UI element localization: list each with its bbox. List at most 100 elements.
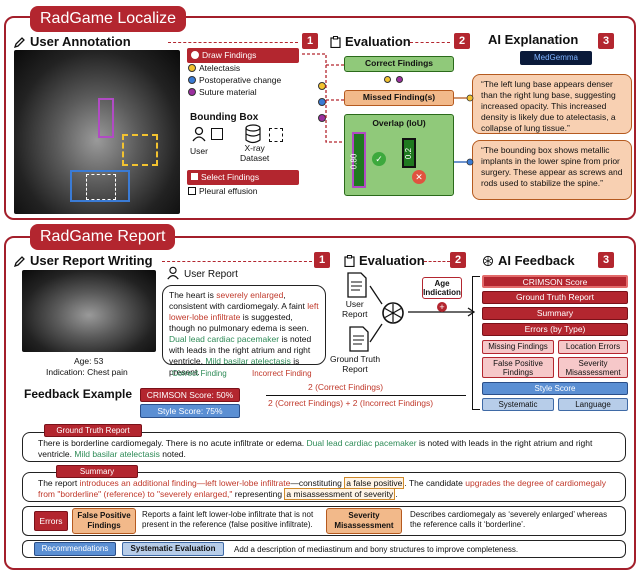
- pleural-effusion-option[interactable]: Pleural effusion: [188, 186, 257, 197]
- fp-tag-text: False Positive Findings: [77, 511, 131, 530]
- bbox-sample-solid: [211, 128, 223, 140]
- localize-title: RadGame Localize: [30, 6, 187, 32]
- xray-dataset-label: X-ray Dataset: [240, 143, 269, 163]
- user-report-text-box: The heart is severely enlarged, consiste…: [162, 285, 326, 377]
- patient-indication: Indication: Chest pain: [46, 367, 128, 377]
- summary-segment: introduces an additional finding—left lo…: [79, 478, 291, 488]
- patient-age: Age: 53: [74, 356, 104, 366]
- user-report-label: User Report: [184, 269, 238, 280]
- draw-findings-button[interactable]: Draw Findings: [187, 48, 299, 63]
- report-segment: The heart is: [169, 290, 217, 300]
- evaluation-label: Evaluation: [345, 34, 411, 49]
- missed-findings-label: Missed Finding(s): [362, 92, 436, 102]
- false-positive-text: Reports a faint left lower-lobe infiltra…: [142, 510, 314, 529]
- select-findings-button[interactable]: Select Findings: [187, 170, 299, 185]
- report-segment: , consistent with cardiomegaly. A faint: [169, 290, 308, 311]
- correct-dot-yellow: [384, 76, 391, 83]
- systematic-evaluation-tag: Systematic Evaluation: [122, 542, 224, 556]
- feedback-bracket: [472, 276, 480, 410]
- report-segment: Dual lead cardiac pacemaker: [169, 334, 280, 344]
- ai-feedback-heading: AI Feedback: [482, 253, 575, 268]
- select-findings-label: Select Findings: [201, 172, 260, 182]
- database-icon: [245, 124, 261, 144]
- recommendations-text: Add a description of mediastinum and bon…: [234, 545, 519, 554]
- square-icon: [191, 173, 198, 180]
- document-icon: [347, 272, 367, 298]
- finding-postoperative[interactable]: Postoperative change: [188, 75, 281, 86]
- correct-findings-label: Correct Findings: [364, 58, 433, 68]
- finding-label: Atelectasis: [199, 63, 241, 73]
- x-icon: ✕: [412, 170, 426, 184]
- age-indication-box: Age Indication: [422, 277, 462, 299]
- dash-line: [162, 261, 312, 262]
- yellow-dot-icon: [188, 64, 196, 72]
- user-report-source-label: User Report: [342, 299, 368, 319]
- fb-crimson-score: CRIMSON Score: [482, 275, 628, 288]
- evaluation-heading: Evaluation: [330, 34, 411, 49]
- fb-severity-text: Severity Misassessment: [565, 359, 621, 377]
- fb-ground-truth: Ground Truth Report: [482, 291, 628, 304]
- bbox-yellow: [122, 134, 158, 166]
- fb-style-score: Style Score: [482, 382, 628, 395]
- bounding-box-heading: Bounding Box: [190, 112, 259, 123]
- ai-feedback-label: AI Feedback: [498, 253, 575, 268]
- user-icon: [192, 126, 206, 142]
- gt-text-green: Dual lead cardiac pacemaker: [306, 438, 417, 448]
- user-annotation-label: User Annotation: [30, 34, 131, 49]
- fb-systematic: Systematic: [482, 398, 554, 411]
- bbox-blue-dashed: [86, 174, 116, 200]
- summary-segment: representing: [232, 489, 285, 499]
- gt-report-text: There is borderline cardiomegaly. There …: [38, 438, 622, 460]
- bbox-sample-dashed: [269, 128, 283, 142]
- user-label: User: [190, 146, 208, 156]
- correct-dot-purple: [396, 76, 403, 83]
- finding-atelectasis[interactable]: Atelectasis: [188, 63, 240, 74]
- severity-text: Describes cardiomegaly as ‘severely enla…: [410, 510, 608, 529]
- check-icon: ✓: [372, 152, 386, 166]
- fb-errors: Errors (by Type): [482, 323, 628, 336]
- summary-segment: a misassessment of severity: [284, 488, 396, 500]
- age-indication-text: Age Indication: [423, 279, 461, 297]
- summary-text-parts: The report introduces an additional find…: [38, 477, 606, 500]
- report-segment: severely enlarged: [216, 290, 284, 300]
- dash-line: [410, 42, 450, 43]
- gt-text-green: Mild basilar atelectasis: [74, 449, 160, 459]
- fb-false-positive-text: False Positive Findings: [493, 359, 543, 377]
- circle-icon: [191, 51, 199, 59]
- gt-report-source-text: Ground Truth Report: [330, 354, 381, 374]
- correct-finding-legend: Correct Finding: [172, 369, 227, 378]
- finding-label: Postoperative change: [199, 75, 282, 85]
- summary-segment: upgrades the degree of cardiomegaly from…: [38, 478, 607, 499]
- step-number-3: 3: [598, 252, 614, 268]
- summary-segment: The report: [38, 478, 80, 488]
- iou-value-low: 0.2: [404, 147, 414, 160]
- eval-connector-lines: [302, 53, 344, 143]
- finding-label: Suture material: [199, 87, 257, 97]
- fb-false-positive: False Positive Findings: [482, 357, 554, 378]
- false-positive-tag: False Positive Findings: [72, 508, 136, 534]
- gt-report-block: [22, 432, 626, 462]
- report-evaluation-label: Evaluation: [359, 253, 425, 268]
- report-segment: is present.: [169, 356, 300, 377]
- user-icon: [167, 266, 179, 280]
- summary-tag: Summary: [56, 465, 138, 478]
- ai-explanation-heading: AI Explanation: [488, 32, 579, 47]
- summary-segment: .: [395, 489, 398, 499]
- user-report-writing-label: User Report Writing: [30, 253, 153, 268]
- user-report-writing-heading: User Report Writing: [14, 253, 153, 268]
- crimson-score-badge: CRIMSON Score: 50%: [140, 388, 240, 402]
- flow-arrows: [369, 285, 476, 343]
- fb-severity: Severity Misassessment: [558, 357, 628, 378]
- explanation-quote-2: “The bounding box shows metallic implant…: [472, 140, 632, 200]
- report-segment: is noted with leads in the right atrium …: [169, 334, 312, 366]
- step-number-1: 1: [302, 33, 318, 49]
- step-number-3: 3: [598, 33, 614, 49]
- summary-segment: a false positive: [344, 477, 405, 489]
- fb-missing: Missing Findings: [482, 340, 554, 354]
- explanation-connectors: [454, 94, 474, 166]
- bbox-blue: [70, 170, 130, 202]
- finding-suture[interactable]: Suture material: [188, 87, 257, 98]
- errors-tag: Errors: [34, 511, 68, 531]
- pleural-label: Pleural effusion: [199, 186, 258, 196]
- summary-text: The report introduces an additional find…: [38, 477, 622, 500]
